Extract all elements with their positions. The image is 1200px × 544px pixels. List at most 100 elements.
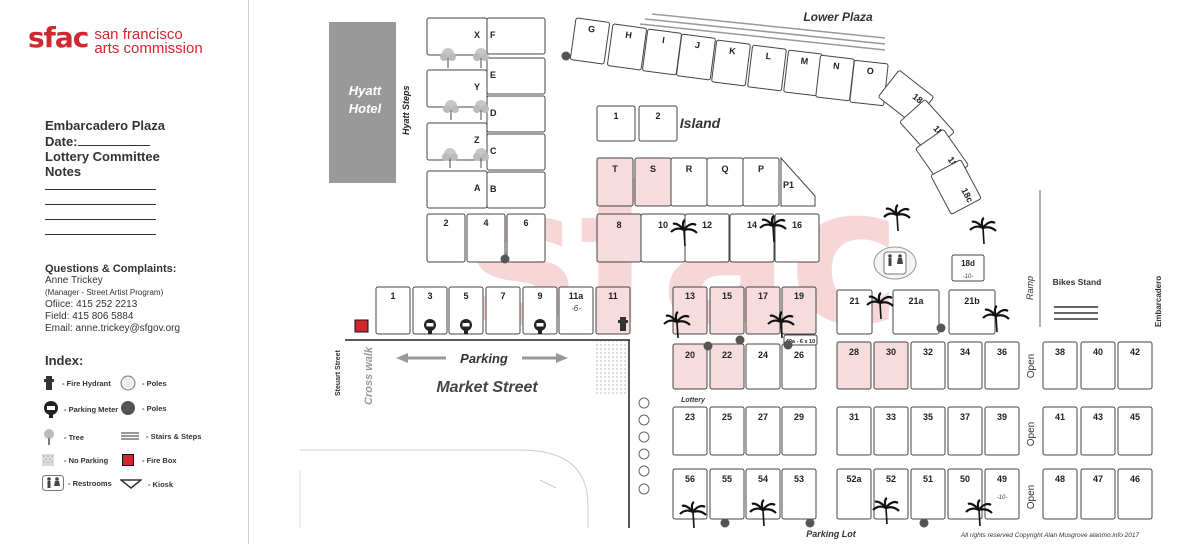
stall-50[interactable]: 50 bbox=[947, 468, 983, 520]
stall-29[interactable]: 29 bbox=[781, 406, 817, 456]
stall-25[interactable]: 25 bbox=[709, 406, 745, 456]
stall-48[interactable]: 48 bbox=[1042, 468, 1078, 520]
stall-21a[interactable]: 21a bbox=[892, 289, 940, 335]
stall-5[interactable]: 5 bbox=[448, 286, 484, 335]
legend-parking-meter: - Parking Meter bbox=[42, 400, 118, 418]
stall-label: 25 bbox=[722, 412, 732, 422]
stall-sub-label: -10- bbox=[997, 495, 1008, 501]
stall-7[interactable]: 7 bbox=[485, 286, 521, 335]
stall-10[interactable]: 10 bbox=[640, 213, 686, 263]
stall-19[interactable]: 19 bbox=[781, 286, 817, 335]
stall-g[interactable]: G bbox=[570, 17, 610, 65]
stall-z[interactable]: Z bbox=[426, 122, 488, 161]
stall-26[interactable]: 26 bbox=[781, 343, 817, 390]
stall-40[interactable]: 40 bbox=[1080, 341, 1116, 390]
stall-label: P bbox=[758, 164, 764, 174]
stall-b[interactable]: B bbox=[486, 171, 546, 209]
stalls-layer: GHIJKLMNO1818a18b18cXYZAFEDCB12TSRQPP181… bbox=[375, 17, 1153, 520]
legend-label: - Poles bbox=[142, 378, 167, 388]
stall-32[interactable]: 32 bbox=[910, 341, 946, 390]
stall-36[interactable]: 36 bbox=[984, 341, 1020, 390]
stall-s[interactable]: S bbox=[634, 157, 672, 207]
stall-23[interactable]: 23 bbox=[672, 406, 708, 456]
stall-l[interactable]: L bbox=[747, 44, 787, 92]
stall-r[interactable]: R bbox=[670, 157, 708, 207]
stall-label: 11 bbox=[608, 291, 618, 301]
stall-f[interactable]: F bbox=[486, 17, 546, 55]
stall-label: L bbox=[765, 51, 772, 62]
stall-21[interactable]: 21 bbox=[836, 289, 873, 335]
stall-q[interactable]: Q bbox=[706, 157, 744, 207]
stall-6[interactable]: 6 bbox=[506, 213, 546, 263]
stall-41[interactable]: 41 bbox=[1042, 406, 1078, 456]
note-line bbox=[45, 234, 156, 235]
stall-45[interactable]: 45 bbox=[1117, 406, 1153, 456]
stall-49[interactable]: 49 bbox=[984, 468, 1020, 520]
stall-21b[interactable]: 21b bbox=[948, 289, 996, 335]
stall-o[interactable]: O bbox=[849, 59, 889, 107]
stall-16[interactable]: 16 bbox=[774, 213, 820, 263]
stall-n[interactable]: N bbox=[815, 54, 855, 102]
stall-38[interactable]: 38 bbox=[1042, 341, 1078, 390]
stall-27[interactable]: 27 bbox=[745, 406, 781, 456]
stall-label: 32 bbox=[923, 347, 933, 357]
stall-53[interactable]: 53 bbox=[781, 468, 817, 520]
stall-11a[interactable]: 11a bbox=[558, 286, 594, 335]
stall-label: S bbox=[650, 164, 656, 174]
stall-a[interactable]: A bbox=[426, 170, 488, 209]
stall-3[interactable]: 3 bbox=[412, 286, 448, 335]
stall-k[interactable]: K bbox=[711, 39, 751, 87]
stall-p1[interactable]: P1 bbox=[780, 156, 816, 207]
stall-35[interactable]: 35 bbox=[910, 406, 946, 456]
stall-30[interactable]: 30 bbox=[873, 341, 909, 390]
stall-39[interactable]: 39 bbox=[984, 406, 1020, 456]
stall-55[interactable]: 55 bbox=[709, 468, 745, 520]
stall-37[interactable]: 37 bbox=[947, 406, 983, 456]
legend-label: - Tree bbox=[64, 432, 85, 442]
stall-c[interactable]: C bbox=[486, 133, 546, 171]
stall-9[interactable]: 9 bbox=[522, 286, 558, 335]
stall-22[interactable]: 22 bbox=[709, 343, 745, 390]
bikes-stand-icon bbox=[1054, 306, 1098, 320]
stall-1[interactable]: 1 bbox=[596, 105, 636, 142]
stall-label: Y bbox=[474, 82, 480, 92]
stall-31[interactable]: 31 bbox=[836, 406, 872, 456]
market-street-label: Market Street bbox=[436, 379, 538, 396]
note-line bbox=[45, 204, 156, 205]
stall-28[interactable]: 28 bbox=[836, 341, 872, 390]
stall-49a[interactable]: 49a - 6 x 10 bbox=[783, 334, 818, 346]
stall-j[interactable]: J bbox=[676, 33, 716, 81]
stall-43[interactable]: 43 bbox=[1080, 406, 1116, 456]
stall-42[interactable]: 42 bbox=[1117, 341, 1153, 390]
stall-20[interactable]: 20 bbox=[672, 343, 708, 390]
stall-i[interactable]: I bbox=[642, 28, 682, 76]
note-line bbox=[45, 219, 156, 220]
stall-label: 6 bbox=[523, 218, 528, 228]
stall-h[interactable]: H bbox=[607, 23, 647, 71]
stall-34[interactable]: 34 bbox=[947, 341, 983, 390]
stall-52a[interactable]: 52a bbox=[836, 468, 872, 520]
stall-18c[interactable]: 18c bbox=[930, 159, 982, 215]
stall-51[interactable]: 51 bbox=[910, 468, 946, 520]
poles-filled bbox=[500, 51, 946, 528]
stall-12[interactable]: 12 bbox=[684, 213, 730, 263]
stall-8[interactable]: 8 bbox=[596, 213, 642, 263]
stall-17[interactable]: 17 bbox=[745, 286, 781, 335]
stall-p[interactable]: P bbox=[742, 157, 780, 207]
stall-2[interactable]: 2 bbox=[426, 213, 466, 263]
stall-d[interactable]: D bbox=[486, 95, 546, 133]
stall-46[interactable]: 46 bbox=[1117, 468, 1153, 520]
stall-24[interactable]: 24 bbox=[745, 343, 781, 390]
stall-18d[interactable]: 18d bbox=[951, 254, 985, 282]
stall-52[interactable]: 52 bbox=[873, 468, 909, 520]
stall-1[interactable]: 1 bbox=[375, 286, 411, 335]
stall-label: 45 bbox=[1130, 412, 1140, 422]
stall-e[interactable]: E bbox=[486, 57, 546, 95]
stall-2[interactable]: 2 bbox=[638, 105, 678, 142]
hyatt-hotel bbox=[329, 22, 396, 183]
stall-47[interactable]: 47 bbox=[1080, 468, 1116, 520]
stall-4[interactable]: 4 bbox=[466, 213, 506, 263]
stall-15[interactable]: 15 bbox=[709, 286, 745, 335]
stall-33[interactable]: 33 bbox=[873, 406, 909, 456]
stall-t[interactable]: T bbox=[596, 157, 634, 207]
